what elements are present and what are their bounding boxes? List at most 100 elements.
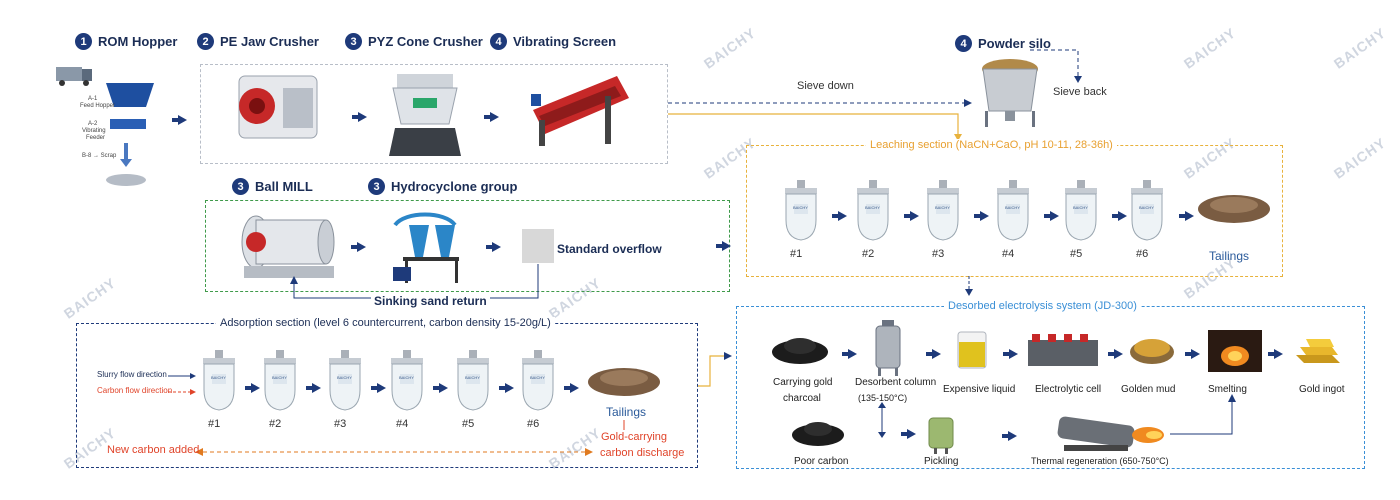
tank-icon — [391, 350, 423, 411]
adsorption-tank-label: #1 — [208, 418, 221, 430]
tailings-tick — [623, 420, 625, 430]
flow-arrow — [172, 115, 187, 125]
sieve-down-label: Sieve down — [797, 80, 854, 92]
leaching-tailings-label: Tailings — [1209, 249, 1250, 263]
tank-icon — [857, 180, 889, 241]
step-label: ROM Hopper — [98, 34, 178, 49]
flow-arrow — [486, 242, 501, 252]
adsorption-to-electrolysis — [698, 352, 732, 387]
flow-arrow — [371, 383, 386, 393]
adsorption-tank-label: #2 — [269, 418, 282, 430]
new-carbon-line — [195, 448, 593, 456]
step-label: Hydrocyclone group — [391, 179, 518, 194]
tank-icon — [927, 180, 959, 241]
truck-icon — [56, 67, 154, 186]
flow-arrow — [306, 383, 321, 393]
hopper-a1b: Feed Hopper — [80, 103, 116, 109]
adsorption-tank: BAICHY — [515, 350, 561, 414]
carbon-direction-arrow — [168, 389, 196, 395]
step-number: 3 — [232, 178, 249, 195]
flow-arrow — [484, 112, 499, 122]
step-cone-crusher: 3 PYZ Cone Crusher — [345, 33, 483, 50]
tank-badge: BAICHY — [399, 375, 414, 380]
tank-icon — [1131, 180, 1163, 241]
electrolytic-cell-label: Electrolytic cell — [1035, 384, 1102, 395]
tank-badge: BAICHY — [211, 375, 226, 380]
standard-overflow-label: Standard overflow — [557, 242, 662, 256]
tank-icon — [203, 350, 235, 411]
adsorption-tank: BAICHY — [384, 350, 430, 414]
leaching-tank: BAICHY — [920, 180, 966, 244]
leaching-tank-label: #4 — [1002, 248, 1015, 260]
flow-arrow — [1044, 211, 1059, 221]
step-hydrocyclone: 3 Hydrocyclone group — [368, 178, 517, 195]
leaching-tank: BAICHY — [778, 180, 824, 244]
tank-icon — [522, 350, 554, 411]
flow-arrow — [245, 383, 260, 393]
carrying-gold-label-2: charcoal — [783, 393, 821, 404]
smelting-label: Smelting — [1208, 384, 1247, 395]
tank-icon — [997, 180, 1029, 241]
leaching-feed-line — [668, 113, 962, 141]
step-label: Ball MILL — [255, 179, 313, 194]
poor-carbon-label: Poor carbon — [794, 456, 849, 467]
flow-arrow — [842, 349, 857, 359]
leaching-tank: BAICHY — [1124, 180, 1170, 244]
desorbent-label-2: (135-150°C) — [858, 393, 908, 403]
tank-icon — [329, 350, 361, 411]
watermark: BAICHY — [700, 24, 759, 72]
flow-arrow — [1002, 431, 1017, 441]
leaching-tank-label: #2 — [862, 248, 875, 260]
step-number: 1 — [75, 33, 92, 50]
hopper-a2c: Feeder — [86, 135, 106, 141]
watermark: BAICHY — [1330, 134, 1389, 182]
watermark: BAICHY — [60, 274, 119, 322]
hopper-a1: A-1 — [88, 96, 98, 102]
gold-ingot-label: Gold ingot — [1299, 384, 1345, 395]
hopper-a2: A-2 — [88, 121, 98, 127]
adsorption-tank-label: #4 — [396, 418, 409, 430]
leaching-tank-label: #3 — [932, 248, 945, 260]
leaching-tank-label: #5 — [1070, 248, 1083, 260]
tank-badge: BAICHY — [530, 375, 545, 380]
new-carbon-label: New carbon added — [107, 444, 200, 456]
adsorption-tank: BAICHY — [450, 350, 496, 414]
step-jaw-crusher: 2 PE Jaw Crusher — [197, 33, 319, 50]
tank-icon — [264, 350, 296, 411]
carbon-direction-label: Carbon flow direction — [97, 386, 173, 395]
hopper-a2b: Vibrating — [82, 128, 106, 134]
rom-hopper-illustration — [50, 55, 160, 190]
pickling-label: Pickling — [924, 456, 959, 467]
adsorption-title: Adsorption section (level 6 countercurre… — [216, 317, 555, 329]
hopper-b8: B-8 → Scrap — [82, 153, 117, 159]
desorbent-down-arrow — [878, 402, 886, 438]
expensive-liquid-label: Expensive liquid — [943, 384, 1016, 395]
tank-badge: BAICHY — [865, 205, 880, 210]
leaching-tank: BAICHY — [1058, 180, 1104, 244]
flow-arrow — [1003, 349, 1018, 359]
step-label: PE Jaw Crusher — [220, 34, 319, 49]
thermal-regeneration-label: Thermal regeneration (650-750°C) — [1031, 456, 1169, 466]
flow-arrow — [716, 241, 731, 251]
step-ball-mill: 3 Ball MILL — [232, 178, 313, 195]
golden-mud-label: Golden mud — [1121, 384, 1176, 395]
adsorption-tank-label: #5 — [462, 418, 475, 430]
flow-arrow — [433, 383, 448, 393]
desorbent-label-1: Desorbent column — [855, 377, 937, 388]
sieve-down-line — [668, 99, 972, 107]
step-number: 4 — [955, 35, 972, 52]
step-vibrating-screen: 4 Vibrating Screen — [490, 33, 616, 50]
adsorption-tank-label: #6 — [527, 418, 540, 430]
tank-icon — [1065, 180, 1097, 241]
tank-badge: BAICHY — [793, 205, 808, 210]
leaching-tank: BAICHY — [990, 180, 1036, 244]
flow-arrow — [901, 429, 916, 439]
adsorption-tank: BAICHY — [196, 350, 242, 414]
flow-arrow — [564, 383, 579, 393]
tank-badge: BAICHY — [337, 375, 352, 380]
tank-badge: BAICHY — [465, 375, 480, 380]
flow-arrow — [832, 211, 847, 221]
carrying-gold-label-1: Carrying gold — [773, 377, 833, 388]
leaching-title: Leaching section (NaCN+CaO, pH 10-11, 28… — [866, 139, 1117, 151]
leaching-tank-label: #6 — [1136, 248, 1149, 260]
